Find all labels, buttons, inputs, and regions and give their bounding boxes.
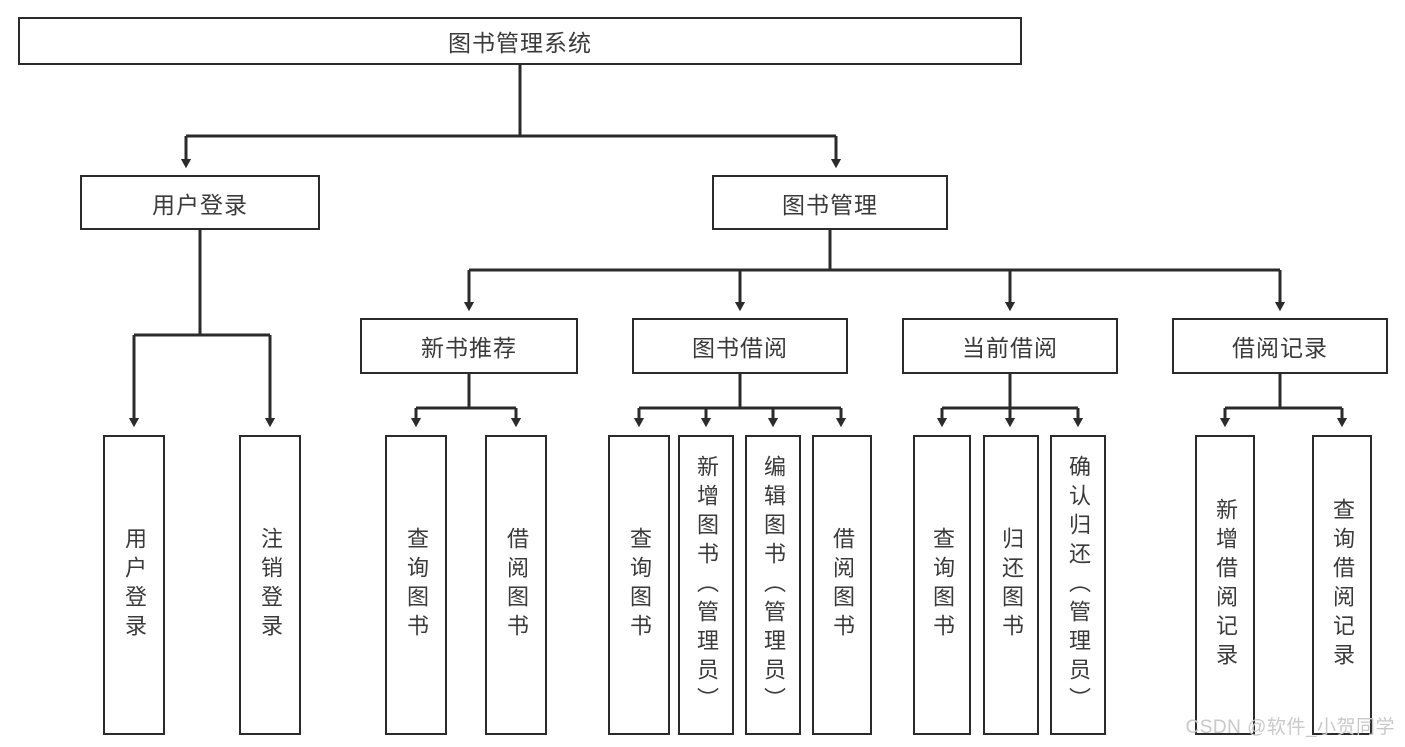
node-root[interactable]: 图书管理系统	[18, 17, 1022, 65]
leaf-borrow-book-1-label: 借阅图书	[504, 527, 529, 643]
leaf-borrow-book-1[interactable]: 借阅图书	[485, 435, 547, 735]
node-book-manage[interactable]: 图书管理	[712, 175, 948, 230]
leaf-query-book-3-label: 查询图书	[930, 527, 955, 643]
node-user-login[interactable]: 用户登录	[80, 175, 320, 230]
node-book-borrow-label: 图书借阅	[692, 335, 788, 361]
leaf-query-book-1-label: 查询图书	[404, 527, 429, 643]
leaf-borrow-book-2-label: 借阅图书	[830, 527, 855, 643]
node-borrow-record-label: 借阅记录	[1232, 335, 1328, 361]
node-user-login-label: 用户登录	[152, 191, 248, 218]
leaf-add-record[interactable]: 新增借阅记录	[1195, 435, 1255, 735]
node-new-book-recommend-label: 新书推荐	[421, 335, 517, 361]
leaf-confirm-return-label: 确认归还（管理员）	[1066, 454, 1091, 716]
leaf-logout-login[interactable]: 注销登录	[239, 435, 301, 735]
leaf-add-book[interactable]: 新增图书（管理员）	[678, 435, 734, 735]
leaf-edit-book[interactable]: 编辑图书（管理员）	[745, 435, 801, 735]
leaf-user-login-label: 用户登录	[122, 527, 147, 643]
node-book-borrow[interactable]: 图书借阅	[632, 318, 848, 374]
leaf-query-record-label: 查询借阅记录	[1330, 498, 1355, 672]
leaf-query-record[interactable]: 查询借阅记录	[1312, 435, 1372, 735]
leaf-return-book[interactable]: 归还图书	[983, 435, 1039, 735]
node-book-manage-label: 图书管理	[782, 191, 878, 218]
leaf-logout-login-label: 注销登录	[258, 527, 283, 643]
leaf-return-book-label: 归还图书	[999, 527, 1024, 643]
leaf-add-book-label: 新增图书（管理员）	[694, 454, 719, 716]
leaf-add-record-label: 新增借阅记录	[1213, 498, 1238, 672]
leaf-confirm-return[interactable]: 确认归还（管理员）	[1050, 435, 1106, 735]
leaf-user-login[interactable]: 用户登录	[103, 435, 165, 735]
node-new-book-recommend[interactable]: 新书推荐	[360, 318, 578, 374]
node-current-borrow[interactable]: 当前借阅	[902, 318, 1118, 374]
csdn-watermark: CSDN @软件_小贺同学	[1185, 717, 1395, 738]
node-borrow-record[interactable]: 借阅记录	[1172, 318, 1388, 374]
leaf-query-book-2-label: 查询图书	[627, 527, 652, 643]
leaf-query-book-3[interactable]: 查询图书	[913, 435, 971, 735]
leaf-query-book-1[interactable]: 查询图书	[385, 435, 447, 735]
leaf-borrow-book-2[interactable]: 借阅图书	[812, 435, 872, 735]
node-current-borrow-label: 当前借阅	[962, 335, 1058, 361]
leaf-edit-book-label: 编辑图书（管理员）	[761, 454, 786, 716]
leaf-query-book-2[interactable]: 查询图书	[608, 435, 670, 735]
node-root-label: 图书管理系统	[448, 30, 592, 56]
